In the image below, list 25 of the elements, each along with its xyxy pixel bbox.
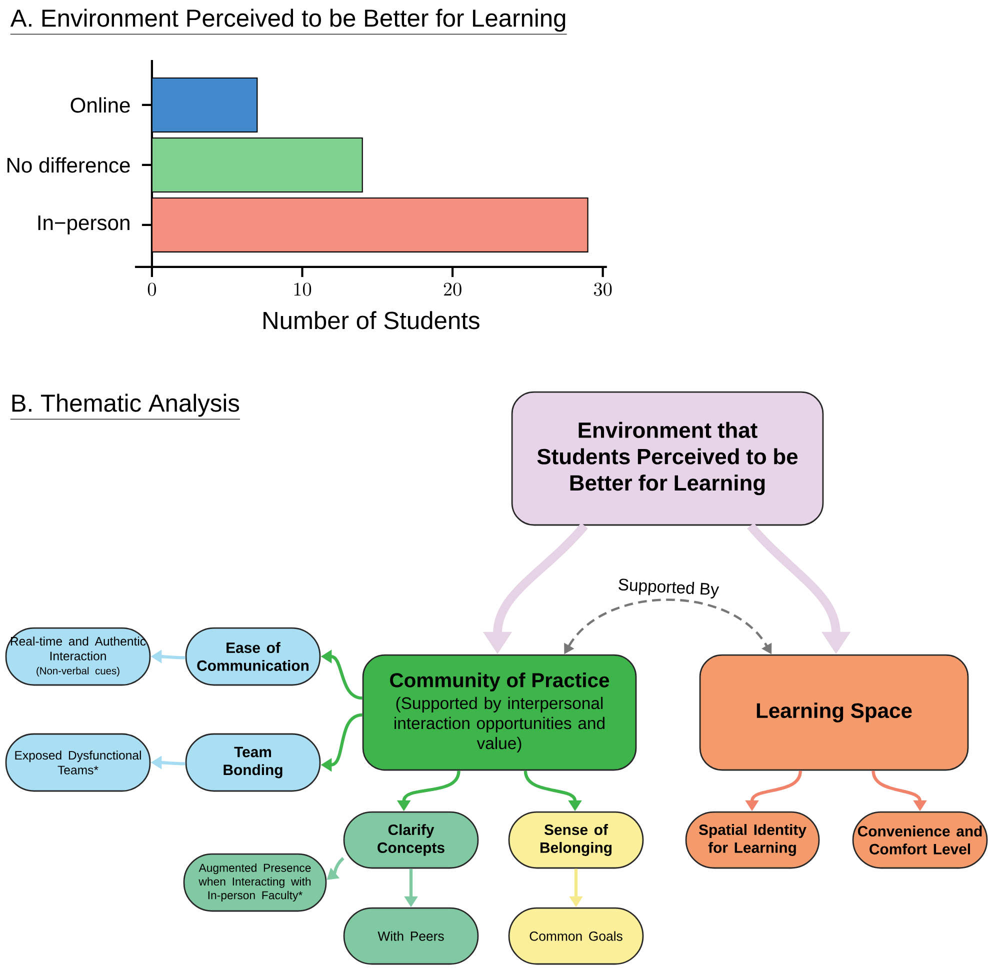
pill-box: Team Bonding: [185, 733, 321, 792]
y-tick-label: Online: [70, 97, 130, 113]
theme-box: Environment that Students Perceived to be Better for Learning: [511, 391, 824, 526]
panel-title: B. Thematic Analysis: [10, 394, 240, 420]
pill-box: Convenience and Comfort Level: [852, 811, 988, 869]
pill-box: Clarify Concepts: [343, 811, 479, 869]
pill-box: Exposed Dysfunctional Teams*: [5, 733, 151, 792]
y-tick-label: No difference: [7, 157, 130, 173]
pill-box: Augmented Presence when Interacting with In-person Faculty*: [183, 853, 327, 912]
pill-box: Spatial Identity for Learning: [685, 811, 820, 869]
x-tick-label: 20: [444, 282, 462, 296]
chart-title: A. Environment Perceived to be Better for Learning: [10, 8, 568, 35]
x-tick-label: 30: [594, 282, 612, 296]
pill-box: Common Goals: [508, 907, 644, 965]
pill-box: Real-time and Authentic Interaction (Non-verbal cues): [5, 627, 151, 686]
pill-box: Sense of Belonging: [508, 811, 644, 869]
pill-box: Ease of Communication: [185, 627, 321, 686]
y-tick-label: In−person: [38, 216, 130, 234]
theme-box: Learning Space: [699, 654, 969, 771]
pill-box: With Peers: [343, 907, 479, 965]
theme-box: Community of Practice (Supported by interpersonal interaction opportunities and value): [362, 654, 637, 771]
x-tick-label: 0: [148, 282, 156, 296]
edge-label: Supported By: [618, 578, 720, 598]
x-tick-label: 10: [294, 282, 312, 296]
x-axis-title: Number of Students: [264, 311, 480, 330]
